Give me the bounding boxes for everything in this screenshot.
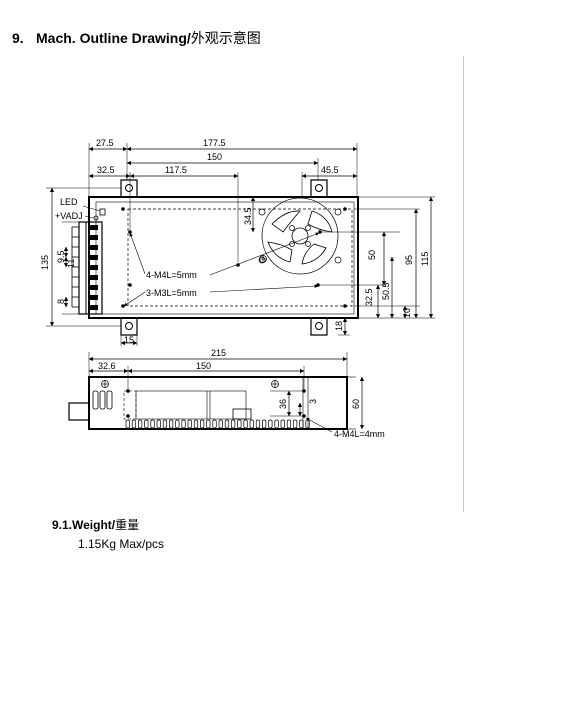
dim-60: 60 (351, 399, 361, 409)
vent-slot (305, 419, 310, 429)
side-view (68, 352, 365, 433)
label-vadj: +VADJ (55, 211, 83, 221)
outline-drawing: 27.5 177.5 150 32.5 117.5 45.5 LED +VADJ… (40, 138, 435, 439)
dim-150-side: 150 (196, 361, 211, 371)
label-m3l: 3-M3L=5mm (146, 288, 197, 298)
top-view-labels: 27.5 177.5 150 32.5 117.5 45.5 LED +VADJ… (40, 138, 430, 345)
vent-slot (293, 419, 298, 429)
vent-slot (162, 419, 168, 429)
vent-slot (144, 419, 149, 429)
dim-36: 36 (278, 399, 288, 409)
vent-slot (299, 419, 304, 429)
vent-slot (156, 419, 161, 429)
vent-slot (218, 419, 223, 429)
dim-50-5: 50.5 (381, 282, 391, 300)
dim-34-5: 34.5 (243, 207, 253, 225)
side-view-labels: 215 32.6 150 36 3 60 4-M4L=4mm (98, 348, 385, 439)
dim-95: 95 (404, 255, 414, 265)
top-view (46, 143, 435, 388)
dim-27-5: 27.5 (96, 138, 114, 148)
dim-32-5-right: 32.5 (364, 288, 374, 306)
vent-slot (175, 419, 180, 429)
vent-slot (231, 419, 236, 429)
dim-10: 10 (402, 308, 412, 318)
vent-slot (169, 419, 174, 429)
vent-slot (125, 419, 130, 429)
section-number: 9. (12, 30, 24, 46)
label-led: LED (60, 197, 78, 207)
vent-slot (181, 419, 186, 429)
section-title: Mach. Outline Drawing/ (36, 30, 191, 46)
vent-slot (224, 419, 230, 429)
vent-slot (268, 419, 273, 429)
dim-177-5: 177.5 (203, 138, 226, 148)
vent-slot (286, 419, 292, 429)
vent-slot (206, 419, 211, 429)
dim-115: 115 (420, 252, 430, 266)
vent-slot (200, 419, 205, 429)
dim-215: 215 (211, 348, 226, 358)
weight-heading-cn: 重量 (115, 518, 140, 532)
vent-slot (274, 419, 279, 429)
vent-slot (131, 419, 137, 429)
dim-50: 50 (367, 250, 377, 260)
dim-8: 8 (56, 299, 66, 304)
vent-slot (262, 419, 267, 429)
dim-150-top: 150 (207, 152, 222, 162)
label-m4l-side: 4-M4L=4mm (334, 429, 385, 439)
vent-slot (212, 419, 217, 429)
vent-slot (187, 419, 192, 429)
weight-value: 1.15Kg Max/pcs (78, 537, 165, 551)
vent-slot (193, 419, 199, 429)
vent-slot (150, 419, 155, 429)
dim-18: 18 (334, 321, 344, 331)
vent-slot (243, 419, 248, 429)
vent-slot (255, 419, 261, 429)
vent-slot (138, 419, 143, 429)
drawing-frame (12, 56, 464, 512)
dim-15: 15 (124, 335, 134, 345)
vent-slot (237, 419, 242, 429)
vent-slot (249, 419, 254, 429)
vent-slot (280, 419, 285, 429)
section-heading: 9. Mach. Outline Drawing/外观示意图 (12, 28, 261, 48)
dim-45-5: 45.5 (321, 165, 339, 175)
label-m4l-top: 4-M4L=5mm (146, 270, 197, 280)
dim-9-5: 9.5 (56, 250, 66, 263)
weight-heading-text: 9.1.Weight/ (52, 518, 116, 532)
dim-32-6: 32.6 (98, 361, 116, 371)
dim-32-5: 32.5 (97, 165, 115, 175)
dim-135: 135 (40, 255, 50, 270)
dim-3: 3 (308, 399, 318, 404)
dim-117-5: 117.5 (165, 165, 187, 175)
section-title-cn: 外观示意图 (190, 30, 261, 46)
weight-heading: 9.1.Weight/重量 (52, 516, 139, 533)
dim-11: 11 (66, 259, 76, 268)
